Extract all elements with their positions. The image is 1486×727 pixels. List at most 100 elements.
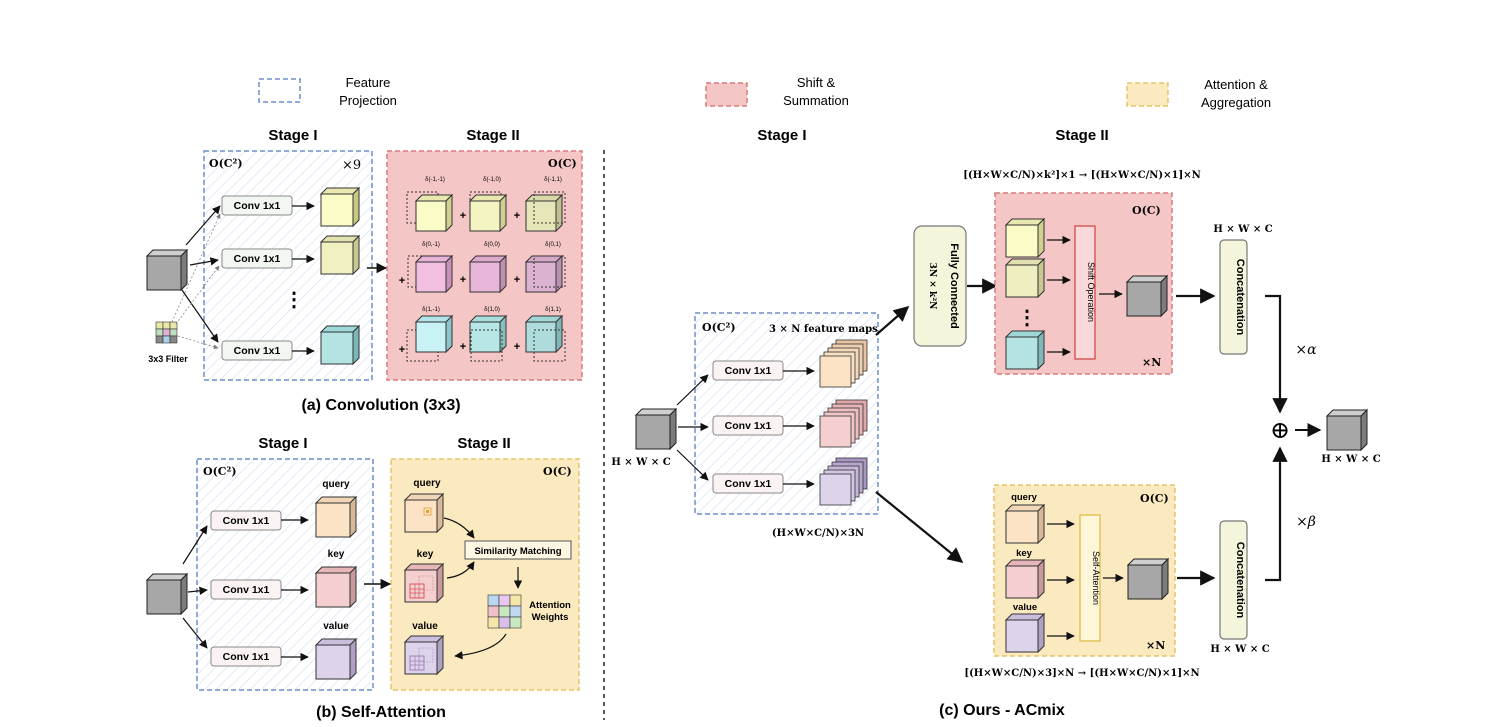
- shift-input-cube-3: [1004, 329, 1046, 371]
- shift-label-9: δ(1,1): [545, 307, 561, 313]
- legend-projection-label-1: Feature: [346, 75, 391, 90]
- acmix-caption: (c) Ours - ACmix: [939, 702, 1065, 719]
- concat-bottom-dim: H × W × C: [1210, 644, 1269, 655]
- shift-ellipsis: ⋮: [1017, 307, 1037, 329]
- legend-shift-swatch: [705, 82, 748, 107]
- sa-conv-label-3: Conv 1x1: [223, 651, 270, 663]
- fully-connected-box: Fully Connected 3N × k²N: [913, 225, 967, 347]
- plus-sign: +: [399, 275, 405, 287]
- filter-arrow-mid: [175, 265, 220, 325]
- filter-icon: [155, 321, 178, 344]
- acmix-input-cube: [635, 408, 677, 450]
- shift-label-2: δ(-1,0): [483, 177, 501, 183]
- shift-grid: δ(-1,-1) δ(-1,0) δ(-1,1) + + δ(0,-1) δ(0…: [399, 177, 566, 362]
- plus-sign: +: [514, 210, 520, 222]
- shift-cube-8: [468, 314, 508, 362]
- conv-button-3: Conv 1x1: [221, 340, 293, 361]
- plus-sign: +: [399, 344, 405, 356]
- conv-label-1: Conv 1x1: [234, 200, 281, 212]
- sa-arrow-mid: [187, 586, 208, 595]
- sa-caption: (b) Self-Attention: [316, 704, 446, 721]
- acmix-input-dim: H × W × C: [611, 457, 670, 468]
- query-to-similarity-arrow: [443, 517, 475, 539]
- acmix-complexity-1: O(C²): [702, 321, 736, 334]
- acmix-stack-rose: [819, 399, 868, 448]
- sa-arrow-bottom: [182, 617, 208, 649]
- panel-acmix: Stage I Stage II H × W × C O(C²) 3 × N f…: [611, 127, 1380, 719]
- shift-output-cube: [1126, 275, 1168, 317]
- conv-ellipsis: ⋮: [284, 289, 304, 311]
- weights-to-value-arrow: [454, 633, 507, 660]
- alpha-path: [1265, 294, 1288, 414]
- legend-attention-swatch: [1126, 82, 1169, 107]
- conv-arrow-mid: [189, 257, 219, 266]
- attn-output-cube: [1127, 558, 1169, 600]
- shift-operation-box: Shift Operation: [1074, 225, 1096, 360]
- shift-label-4: δ(0,-1): [422, 242, 440, 248]
- acmix-conv-label-2: Conv 1x1: [725, 420, 772, 432]
- beta-label: ×β: [1296, 514, 1316, 530]
- to-attention-arrow: [875, 491, 964, 563]
- shift-label-3: δ(-1,1): [544, 177, 562, 183]
- sa-query-cube: [314, 495, 358, 539]
- sa2-key-label: key: [417, 549, 434, 560]
- legend-projection-swatch: [258, 78, 301, 103]
- concat-bottom-box: Concatenation: [1219, 520, 1248, 640]
- sa-conv-button-3: Conv 1x1: [210, 646, 282, 667]
- sa-input-cube: [146, 573, 188, 615]
- acmix-output-cube: [1326, 409, 1368, 451]
- conv-stage2-title: Stage II: [466, 127, 519, 144]
- acmix-conv-button-1: Conv 1x1: [712, 360, 784, 381]
- to-fc-arrow: [875, 305, 910, 336]
- conv-stage1-title: Stage I: [268, 127, 317, 144]
- top-formula: [(H×W×C/N)×k²]×1 → [(H×W×C/N)×1]×N: [963, 170, 1200, 181]
- conv-complexity-1: O(C²): [209, 157, 243, 170]
- acmix-query-label: query: [1011, 492, 1038, 503]
- sa2-value-label: value: [412, 621, 438, 632]
- sa-conv-button-2: Conv 1x1: [210, 579, 282, 600]
- shift-cube-2: [468, 191, 508, 233]
- shift-cube-1: [406, 191, 454, 233]
- acmix-arrow-bottom: [676, 449, 709, 481]
- conv-complexity-2: O(C): [548, 157, 577, 170]
- plus-sign: +: [460, 341, 466, 353]
- attention-weights-grid: [487, 594, 522, 629]
- sa2-key-cube: [403, 562, 445, 604]
- acmix-conv-label-3: Conv 1x1: [725, 478, 772, 490]
- shift-label-5: δ(0,0): [484, 242, 500, 248]
- bottom-formula: [(H×W×C/N)×3]×N → [(H×W×C/N)×1]×N: [964, 668, 1199, 679]
- fc-label: Fully Connected: [948, 243, 960, 329]
- sa-complexity-2: O(C): [543, 465, 572, 478]
- shift-cube-5: [468, 254, 508, 294]
- plus-sign: +: [514, 341, 520, 353]
- similarity-matching-box: Similarity Matching: [464, 540, 572, 560]
- sa-stage2-title: Stage II: [457, 435, 510, 452]
- acmix-stack-peach: [819, 339, 868, 388]
- sa-conv-label-2: Conv 1x1: [223, 584, 270, 596]
- sa-query-label: query: [322, 479, 350, 490]
- sa-value-label: value: [323, 621, 349, 632]
- shift-operation-label: Shift Operation: [1086, 262, 1096, 322]
- sa-complexity-1: O(C²): [203, 465, 237, 478]
- conv-label-3: Conv 1x1: [234, 345, 281, 357]
- acmix-xN-top: ×N: [1142, 356, 1161, 369]
- acmix-oc-top: O(C): [1132, 204, 1161, 217]
- acmix-conv-button-3: Conv 1x1: [712, 473, 784, 494]
- conv-button-1: Conv 1x1: [221, 195, 293, 216]
- conv-cube-yellow: [319, 186, 361, 228]
- beta-path: [1265, 446, 1288, 582]
- acmix-stack-lavender: [819, 457, 868, 506]
- acmix-xN-bottom: ×N: [1146, 639, 1165, 652]
- attention-weights-label-2: Weights: [532, 612, 569, 623]
- conv-label-2: Conv 1x1: [234, 253, 281, 265]
- conv-caption: (a) Convolution (3x3): [301, 397, 460, 414]
- legend-shift-label-1: Shift &: [797, 75, 836, 90]
- shift-cube-9: [524, 314, 566, 362]
- sa-value-cube: [314, 637, 358, 681]
- acmix-conv-button-2: Conv 1x1: [712, 415, 784, 436]
- feature-maps-label: 3 × N feature maps: [769, 324, 878, 335]
- panel-self-attention: Stage I Stage II O(C²) O(C) Conv 1x1 Con…: [146, 435, 580, 721]
- sa2-query-label: query: [413, 478, 441, 489]
- acmix-key-label: key: [1016, 548, 1033, 559]
